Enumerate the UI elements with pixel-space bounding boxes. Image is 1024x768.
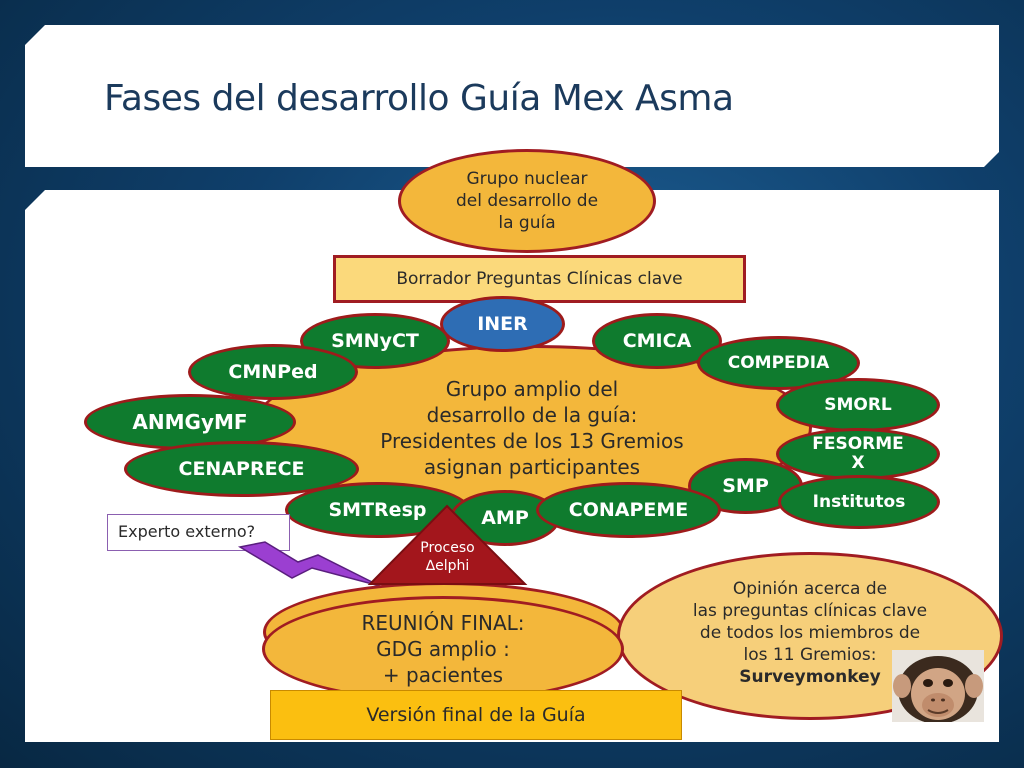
opinion-surveymonkey: Surveymonkey (739, 667, 881, 688)
gremio-compedia-label: COMPEDIA (727, 353, 830, 373)
gremio-smtresp: SMTResp (285, 482, 470, 538)
gremio-fesormex: FESORME X (776, 428, 940, 480)
opinion-line-2: las preguntas clínicas clave (692, 600, 928, 621)
grupo-amplio-line-3: Presidentes de los 13 Gremios (380, 428, 684, 453)
reunion-line-1: REUNIÓN FINAL: (361, 611, 525, 635)
grupo-amplio-line-1: Grupo amplio del (445, 376, 619, 401)
gremio-fesormex-label-2: X (851, 453, 865, 473)
version-final-box: Versión final de la Guía (270, 690, 682, 740)
gremio-smtresp-label: SMTResp (328, 499, 427, 521)
gremio-anmgymf-label: ANMGyMF (132, 410, 248, 434)
grupo-nuclear-line-2: del desarrollo de (455, 190, 599, 211)
gremio-conapeme: CONAPEME (536, 482, 721, 538)
opinion-line-3: de todos los miembros de (699, 622, 921, 643)
gremio-cmnped: CMNPed (188, 344, 358, 400)
grupo-nuclear-ellipse: Grupo nuclear del desarrollo de la guía (398, 149, 656, 253)
gremio-iner: INER (440, 296, 565, 352)
title-panel (25, 25, 999, 167)
version-final-label: Versión final de la Guía (366, 703, 586, 726)
opinion-line-4: los 11 Gremios: (743, 645, 877, 666)
proceso-line-2: ∆elphi (425, 557, 470, 574)
gremio-iner-label: INER (477, 313, 528, 335)
gremio-cmica-label: CMICA (622, 330, 692, 352)
gremio-amp-label: AMP (481, 507, 529, 529)
gremio-conapeme-label: CONAPEME (568, 499, 689, 521)
gremio-cmnped-label: CMNPed (228, 361, 318, 383)
gremio-institutos-label: Institutos (812, 492, 906, 512)
gremio-smnyct-label: SMNyCT (331, 330, 419, 352)
grupo-nuclear-line-1: Grupo nuclear (466, 168, 588, 189)
reunion-line-2: GDG amplio : (376, 637, 510, 661)
grupo-amplio-line-2: desarrollo de la guía: (426, 402, 638, 427)
grupo-amplio-line-4: asignan participantes (423, 454, 641, 479)
reunion-final-ellipse: REUNIÓN FINAL: GDG amplio : + pacientes (262, 596, 624, 702)
reunion-line-3: + pacientes (382, 663, 504, 687)
proceso-delphi-label: Proceso ∆elphi (400, 535, 495, 580)
gremio-smp-label: SMP (722, 475, 769, 497)
opinion-line-1: Opinión acerca de (732, 578, 888, 599)
gremio-smorl-label: SMORL (824, 395, 892, 415)
gremio-cenaprece-label: CENAPRECE (178, 458, 305, 480)
proceso-line-1: Proceso (420, 540, 475, 556)
gremio-institutos: Institutos (778, 475, 940, 529)
experto-externo-box: Experto externo? (107, 514, 290, 551)
gremio-smorl: SMORL (776, 378, 940, 432)
experto-externo-label: Experto externo? (118, 522, 256, 542)
slide-title: Fases del desarrollo Guía Mex Asma (104, 78, 734, 119)
borrador-box: Borrador Preguntas Clínicas clave (333, 255, 746, 303)
borrador-label: Borrador Preguntas Clínicas clave (396, 268, 683, 289)
gremio-fesormex-label-1: FESORME (812, 434, 904, 455)
chimpanzee-picture (892, 650, 984, 722)
grupo-nuclear-line-3: la guía (498, 213, 556, 234)
